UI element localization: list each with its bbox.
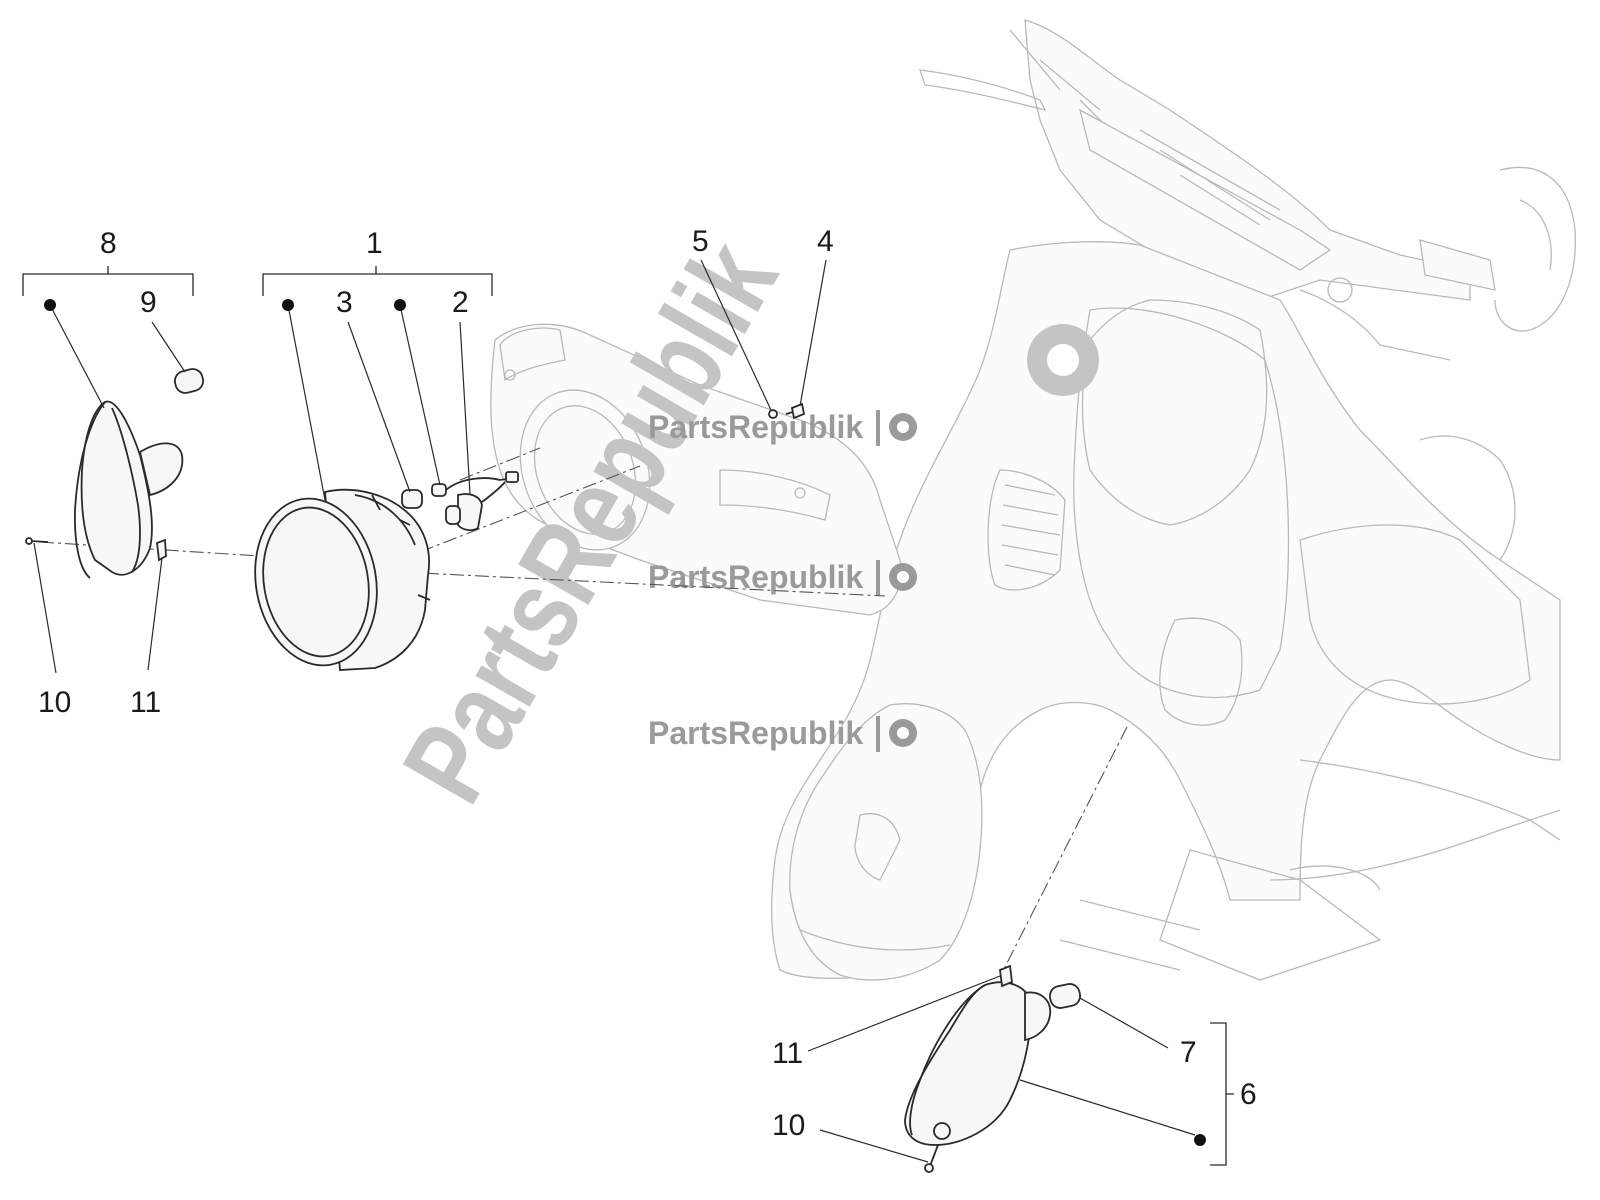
bulb-9: [173, 368, 205, 394]
bullet-6: [1194, 1134, 1206, 1146]
handlebar-cover-outline: [490, 323, 902, 616]
clip-right: [999, 964, 1013, 988]
callout-5: 5: [692, 225, 709, 258]
turn-signal-left: [74, 400, 184, 579]
screw-right: [924, 1144, 939, 1173]
gear-logo-icon: [876, 324, 1099, 752]
bulb-3: [401, 489, 423, 509]
screw-left: [25, 537, 49, 545]
bulb-7: [1049, 983, 1081, 1009]
callout-11-left: 11: [130, 686, 161, 719]
callout-numbers: 8 1 9 3 2 5 4 10 11 11 7 6 10: [38, 225, 1257, 1142]
turn-signal-right: [904, 981, 1052, 1146]
bullet-2: [394, 299, 406, 311]
leader-lines: [22, 259, 1234, 1166]
scooter-body-outline: [771, 19, 1576, 981]
callout-11-right: 11: [772, 1037, 803, 1070]
bullet-8: [44, 299, 56, 311]
screw-4: [785, 402, 806, 420]
callout-10-left: 10: [38, 686, 71, 719]
callout-3: 3: [336, 286, 353, 319]
callout-4: 4: [817, 225, 834, 258]
headlight-bulb-2: [431, 471, 519, 532]
watermark-bottom: PartsRepublik: [648, 715, 863, 751]
callout-10-right: 10: [772, 1109, 805, 1142]
bullet-1: [282, 299, 294, 311]
callout-7: 7: [1180, 1036, 1197, 1069]
callout-6: 6: [1240, 1078, 1257, 1111]
callout-9: 9: [140, 286, 157, 319]
callout-1: 1: [366, 227, 383, 260]
callout-2: 2: [452, 286, 469, 319]
clip-left: [156, 538, 167, 562]
callout-8: 8: [100, 227, 117, 260]
watermark-top: PartsRepublik: [648, 409, 863, 445]
headlight-assembly: [254, 488, 431, 671]
watermark-middle: PartsRepublik: [648, 559, 863, 595]
washer-5: [768, 409, 778, 419]
